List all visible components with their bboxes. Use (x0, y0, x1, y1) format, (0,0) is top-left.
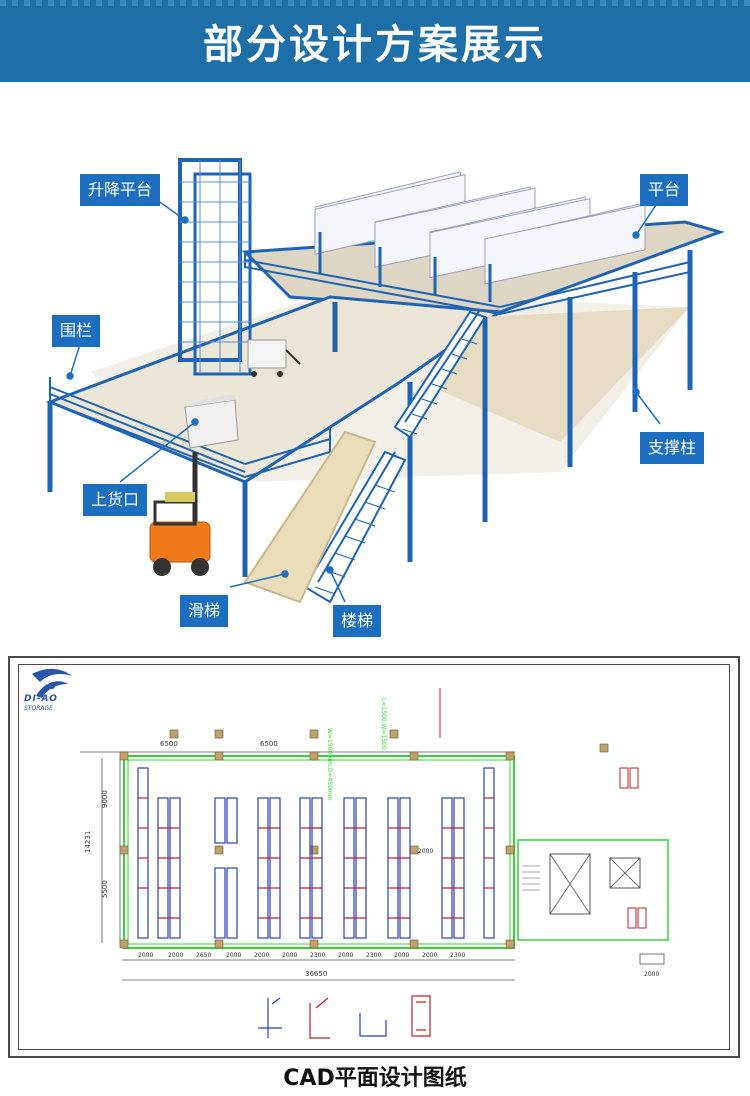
cad-caption: CAD平面设计图纸 (283, 1066, 467, 1091)
forklift (149, 452, 211, 576)
dim-bottom-6: 2000 (282, 952, 297, 959)
rack-beams (138, 797, 494, 919)
note-2000: 2000 (418, 848, 433, 855)
callout-support-column: 支撑柱 (640, 432, 705, 464)
cart (247, 339, 301, 377)
stairs (303, 309, 487, 604)
mezzanine-drawing (45, 158, 725, 604)
dim-bottom-12: 2300 (450, 952, 465, 959)
page-title: 部分设计方案展示 (203, 22, 547, 68)
callout-loading-port: 上货口 (83, 484, 148, 516)
dim-bottom-5: 2000 (254, 952, 269, 959)
dim-bottom-3: 2650 (196, 952, 211, 959)
logo-subtext: STORAGE (24, 705, 53, 712)
mezzanine-illustration: 升降平台 平台 围栏 支撑柱 上货口 滑梯 楼梯 (0, 82, 750, 642)
diao-logo-icon (32, 668, 72, 698)
plan-outline-inner (127, 759, 511, 945)
shelf-racks (314, 171, 646, 302)
dim-bottom-4: 2000 (226, 952, 241, 959)
dim-bottom-11: 2000 (422, 952, 437, 959)
dim-bottom-1: 2000 (138, 952, 153, 959)
rack-rows (137, 767, 495, 939)
callout-lift-platform: 升降平台 (80, 174, 161, 206)
cad-drawing-border (18, 664, 730, 1050)
plan-outline (123, 755, 515, 949)
dim-left-1: 9000 (101, 790, 109, 808)
vertical-note-2: L=1500,W=1500 (380, 698, 387, 750)
dim-bottom-7: 2300 (310, 952, 325, 959)
section-details (258, 995, 431, 1039)
dim-top-1: 6500 (160, 740, 178, 748)
loading-box (184, 394, 239, 449)
dim-top-2: 6500 (260, 740, 278, 748)
lift-cage (178, 158, 252, 376)
callout-slide: 滑梯 (180, 595, 229, 627)
dim-left-2: 5500 (101, 880, 109, 898)
callout-stairs: 楼梯 (333, 605, 382, 637)
dimension-lines (80, 751, 515, 981)
vertical-note-1: W=1500mm,D=450mm (326, 728, 333, 801)
callout-platform: 平台 (640, 174, 689, 206)
dim-bottom-9: 2300 (366, 952, 381, 959)
banner-stripe (0, 0, 750, 6)
cad-drawing-frame: DI-AO STORAGE 6500 6500 9000 5500 14231 … (8, 656, 740, 1058)
annex-room (517, 767, 669, 965)
dim-bottom-10: 2000 (394, 952, 409, 959)
dim-total: 36650 (305, 970, 327, 978)
logo-text: DI-AO (24, 694, 58, 704)
dim-bottom-2: 2000 (168, 952, 183, 959)
callout-guardrail: 围栏 (52, 315, 101, 347)
dim-bottom: 2000 2000 2650 2000 2000 2000 2300 2000 … (138, 952, 465, 959)
slide (243, 430, 377, 604)
dim-bottom-8: 2000 (338, 952, 353, 959)
column-markers (119, 729, 609, 949)
note-right: 2000 (644, 971, 659, 978)
cad-plan-drawing: 6500 6500 9000 5500 14231 36650 2000 200… (80, 688, 669, 1039)
dim-left-total: 14231 (84, 831, 92, 853)
header-banner: 部分设计方案展示 (0, 0, 750, 82)
